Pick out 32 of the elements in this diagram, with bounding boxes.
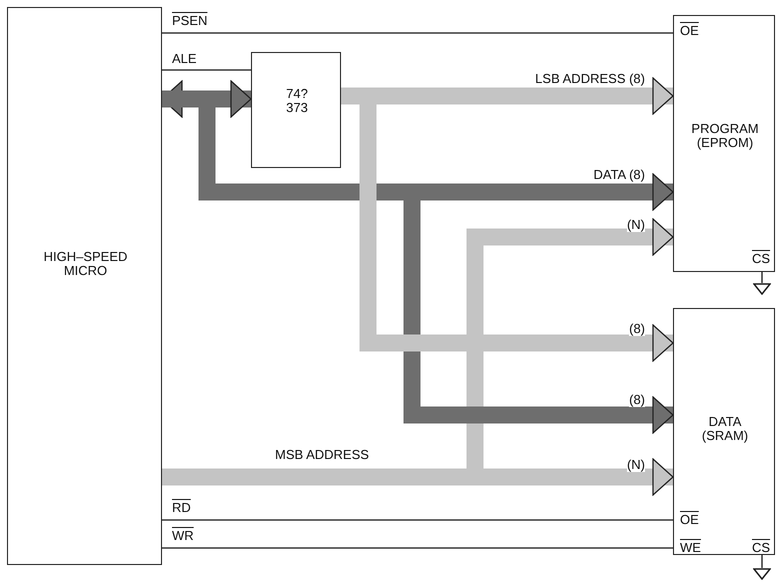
signal-label: ALE — [172, 52, 197, 66]
pin-label: CS — [752, 252, 770, 266]
signal-line — [162, 32, 673, 34]
bus-label: (8) — [629, 393, 645, 407]
signal-line — [761, 272, 763, 283]
signal-line — [162, 547, 673, 549]
pin-label: WE — [680, 541, 701, 555]
microcontroller-box — [7, 7, 162, 565]
bus-label: LSB ADDRESS (8) — [535, 72, 645, 86]
chip-label: PROGRAM (EPROM) — [690, 122, 760, 150]
signal-label: WR — [172, 529, 194, 543]
signal-label: PSEN — [172, 14, 208, 28]
ground-symbol — [753, 568, 771, 580]
chip-label: DATA (SRAM) — [700, 415, 750, 443]
bus-label: (N) — [626, 458, 645, 472]
signal-line — [162, 69, 251, 71]
bus-label: DATA (8) — [593, 168, 645, 182]
pin-label: OE — [680, 24, 699, 38]
signal-line — [162, 519, 673, 521]
memory-chip-box — [673, 308, 775, 555]
latch-chip-box — [251, 52, 341, 168]
chip-label: 74? 373 — [285, 87, 309, 115]
bus-label: (N) — [626, 218, 645, 232]
memory-chip-box — [673, 15, 775, 272]
bus-label: (8) — [629, 322, 645, 336]
chip-label: HIGH–SPEED MICRO — [42, 250, 128, 278]
signal-line — [761, 555, 763, 568]
pin-label: OE — [680, 513, 699, 527]
ground-symbol — [753, 283, 771, 295]
pin-label: CS — [752, 541, 770, 555]
bus-label: MSB ADDRESS — [275, 448, 369, 462]
signal-label: RD — [172, 501, 191, 515]
